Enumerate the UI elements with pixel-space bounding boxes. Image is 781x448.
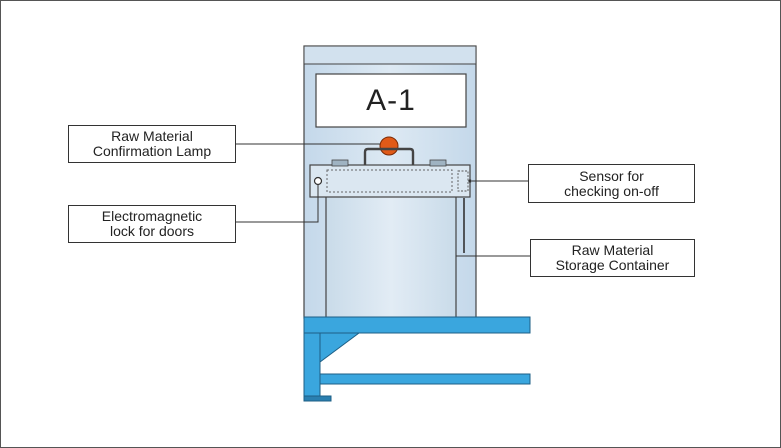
callout-sensor-line1: Sensor for <box>579 167 644 184</box>
sensor-icon <box>457 170 472 192</box>
callout-lock-line2: lock for doors <box>109 223 195 239</box>
callout-lock-line1: Electromagnetic <box>101 208 203 224</box>
confirmation-lamp-icon <box>379 136 399 156</box>
leader-line-lock <box>236 185 319 223</box>
station-label: A-1 <box>366 83 416 117</box>
callout-container-line1: Raw Material <box>571 242 654 258</box>
station-display-panel <box>315 73 467 128</box>
callout-lamp-line1: Raw Material <box>111 128 193 144</box>
callout-confirmation-lamp: Raw Material Confirmation Lamp <box>68 125 236 163</box>
support-frame <box>303 316 531 402</box>
callout-sensor-line2: checking on-off <box>564 182 659 199</box>
electromagnetic-lock-icon <box>313 176 323 186</box>
callout-container-line2: Storage Container <box>555 257 670 273</box>
container-handle <box>363 147 415 165</box>
storage-container <box>325 195 457 319</box>
callout-storage-container: Raw Material Storage Container <box>530 239 695 277</box>
callout-sensor: Sensor for checking on-off <box>528 164 695 203</box>
container-lid <box>309 159 471 198</box>
callout-electromagnetic-lock: Electromagnetic lock for doors <box>68 205 236 243</box>
leader-lines <box>236 143 530 257</box>
callout-lamp-line2: Confirmation Lamp <box>92 143 212 159</box>
